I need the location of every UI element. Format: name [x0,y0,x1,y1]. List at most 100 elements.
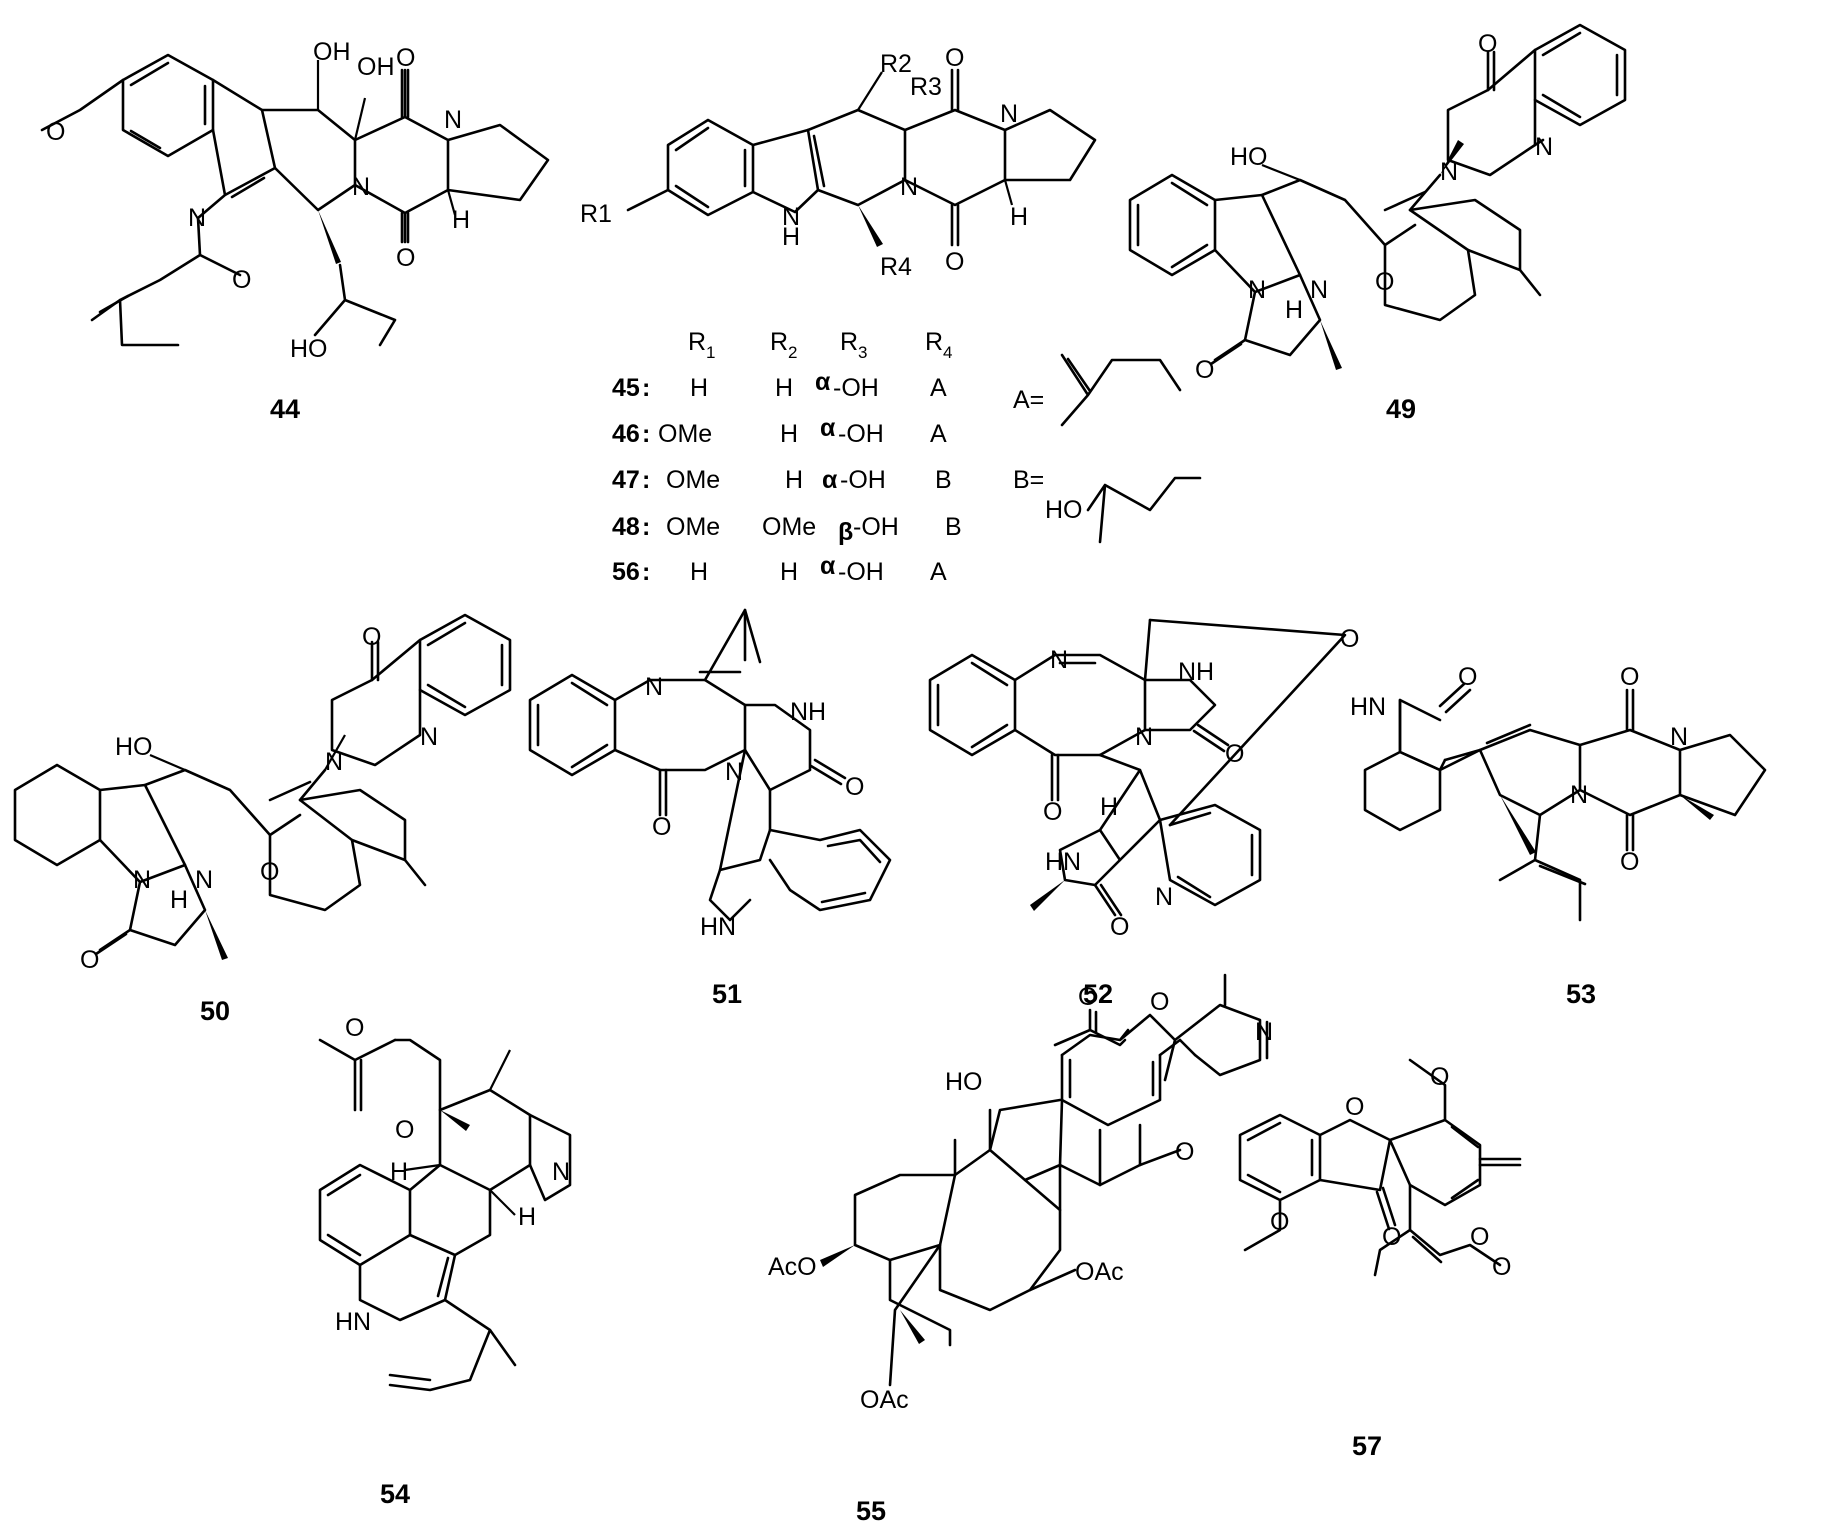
c50-atom-n-3: N [420,723,438,751]
side-chain-b-label: B= [1013,466,1044,494]
c45-atom-h-6: H [782,223,800,251]
compound-45-48-56-template: R1 R2 R3 R4 O O N N N H H [580,44,1097,281]
c52-atom-n-1: N [1050,646,1068,674]
row-45-r4: A [930,374,947,402]
c44-atom-n-6: N [188,204,206,232]
c57-atom-o-2: O [1430,1063,1449,1091]
c49-atom-ho-4: HO [1230,143,1268,171]
c57-atom-o-5: O [1470,1223,1489,1251]
c49-atom-n-3: N [1535,133,1553,161]
compound-44: OH OH O O O N N N H O HO 44 [40,38,550,424]
row-45-r3-greek: α [815,368,831,396]
header-r2-sub: 2 [788,343,797,362]
compound-55: O O N HO O AcO OAc OAc 55 [768,973,1273,1526]
row-46-id: 46 [612,420,640,448]
compound-52: N N NH O O O H HN N O 52 [928,618,1359,1009]
row-56-r2: H [780,558,798,586]
row-56-r3-greek: α [820,552,836,580]
c55-atom-o-1: O [1078,983,1097,1011]
c54-id: 54 [380,1479,410,1509]
c52-atom-hn-8: HN [1045,848,1081,876]
c45-atom-o-1: O [945,44,964,72]
compound-50: O N N HO O N N H O 50 [13,613,512,1026]
c44-atom-n-7: N [352,173,370,201]
c55-atom-ho-4: HO [945,1068,983,1096]
row-48-r3: -OH [853,513,899,541]
table-header: R 1 R 2 R 3 R 4 [688,328,952,362]
c53-id: 53 [1566,979,1596,1009]
c55-atom-o-2: O [1150,988,1169,1016]
c49-atom-n-6: N [1248,276,1266,304]
c49-atom-h-8: H [1285,296,1303,324]
table-row: 45 : H H α -OH A [612,368,947,402]
c50-atom-n-2: N [325,748,343,776]
c50-atom-o-9: O [80,946,99,974]
c44-atom-ho-11: HO [290,335,328,363]
row-56-id: 56 [612,558,640,586]
compound-49: O N N HO O N N H O 49 [1128,23,1627,424]
row-46-sep: : [642,420,650,448]
row-47-r3-greek: α [822,466,838,494]
c50-atom-ho-4: HO [115,733,153,761]
row-47-sep: : [642,466,650,494]
compound-57: O O O O O O 57 [1238,1058,1522,1461]
header-r4-sub: 4 [943,343,952,362]
c53-atom-hn-1: HN [1350,693,1386,721]
c54-atom-h-3: H [390,1158,408,1186]
row-48-sep: : [642,513,650,541]
header-r3-sub: 3 [858,343,867,362]
c54-atom-n-4: N [552,1158,570,1186]
c51-atom-n-1: N [645,673,663,701]
c50-atom-n-7: N [195,866,213,894]
c53-atom-n-5: N [1670,723,1688,751]
c50-atom-n-6: N [133,866,151,894]
c51-atom-o-5: O [652,813,671,841]
row-47-id: 47 [612,466,640,494]
row-56-r4: A [930,558,947,586]
c45-atom-n-4: N [900,173,918,201]
c53-atom-o-3: O [1620,663,1639,691]
row-45-r2: H [775,374,793,402]
c49-atom-o-5: O [1375,268,1394,296]
c45-atom-n-5: N [1000,100,1018,128]
c44-atom-h-9: H [452,206,470,234]
c45-r2-label: R2 [880,50,912,78]
c55-atom-n-3: N [1255,1018,1273,1046]
c52-atom-o-6: O [1043,798,1062,826]
row-45-sep: : [642,374,650,402]
c55-atom-aco-6: AcO [768,1253,817,1281]
c57-atom-o-6: O [1492,1253,1511,1281]
c44-atom-oh-2: OH [357,53,395,81]
c57-id: 57 [1352,1431,1382,1461]
row-47-r3: -OH [840,466,886,494]
header-r3: R [840,328,858,356]
c44-atom-oh-1: OH [313,38,351,66]
row-47-r1: OMe [666,466,720,494]
row-47-r4: B [935,466,952,494]
c49-id: 49 [1386,394,1416,424]
c54-atom-h-5: H [518,1203,536,1231]
c45-r3-label: R3 [910,73,942,101]
header-r1-sub: 1 [706,343,715,362]
c44-atom-o-10: O [232,266,251,294]
c57-atom-o-3: O [1382,1223,1401,1251]
c51-atom-nh-3: NH [790,698,826,726]
c57-atom-o-4: O [1270,1208,1289,1236]
c54-atom-hn-6: HN [335,1308,371,1336]
c52-atom-n-2: N [1135,723,1153,751]
c44-atom-o-4: O [396,244,415,272]
c55-atom-oac-7: OAc [1075,1258,1124,1286]
side-chain-a: A= [1013,353,1182,427]
c54-atom-o-1: O [345,1014,364,1042]
c51-atom-hn-6: HN [700,913,736,941]
c55-atom-o-5: O [1175,1138,1194,1166]
c45-atom-h-7: H [1010,203,1028,231]
compound-53: HN O O N N O 53 [1350,663,1767,1009]
c52-atom-h-7: H [1100,793,1118,821]
c51-id: 51 [712,979,742,1009]
row-48-r2: OMe [762,513,816,541]
c50-atom-o-1: O [362,623,381,651]
row-45-id: 45 [612,374,640,402]
